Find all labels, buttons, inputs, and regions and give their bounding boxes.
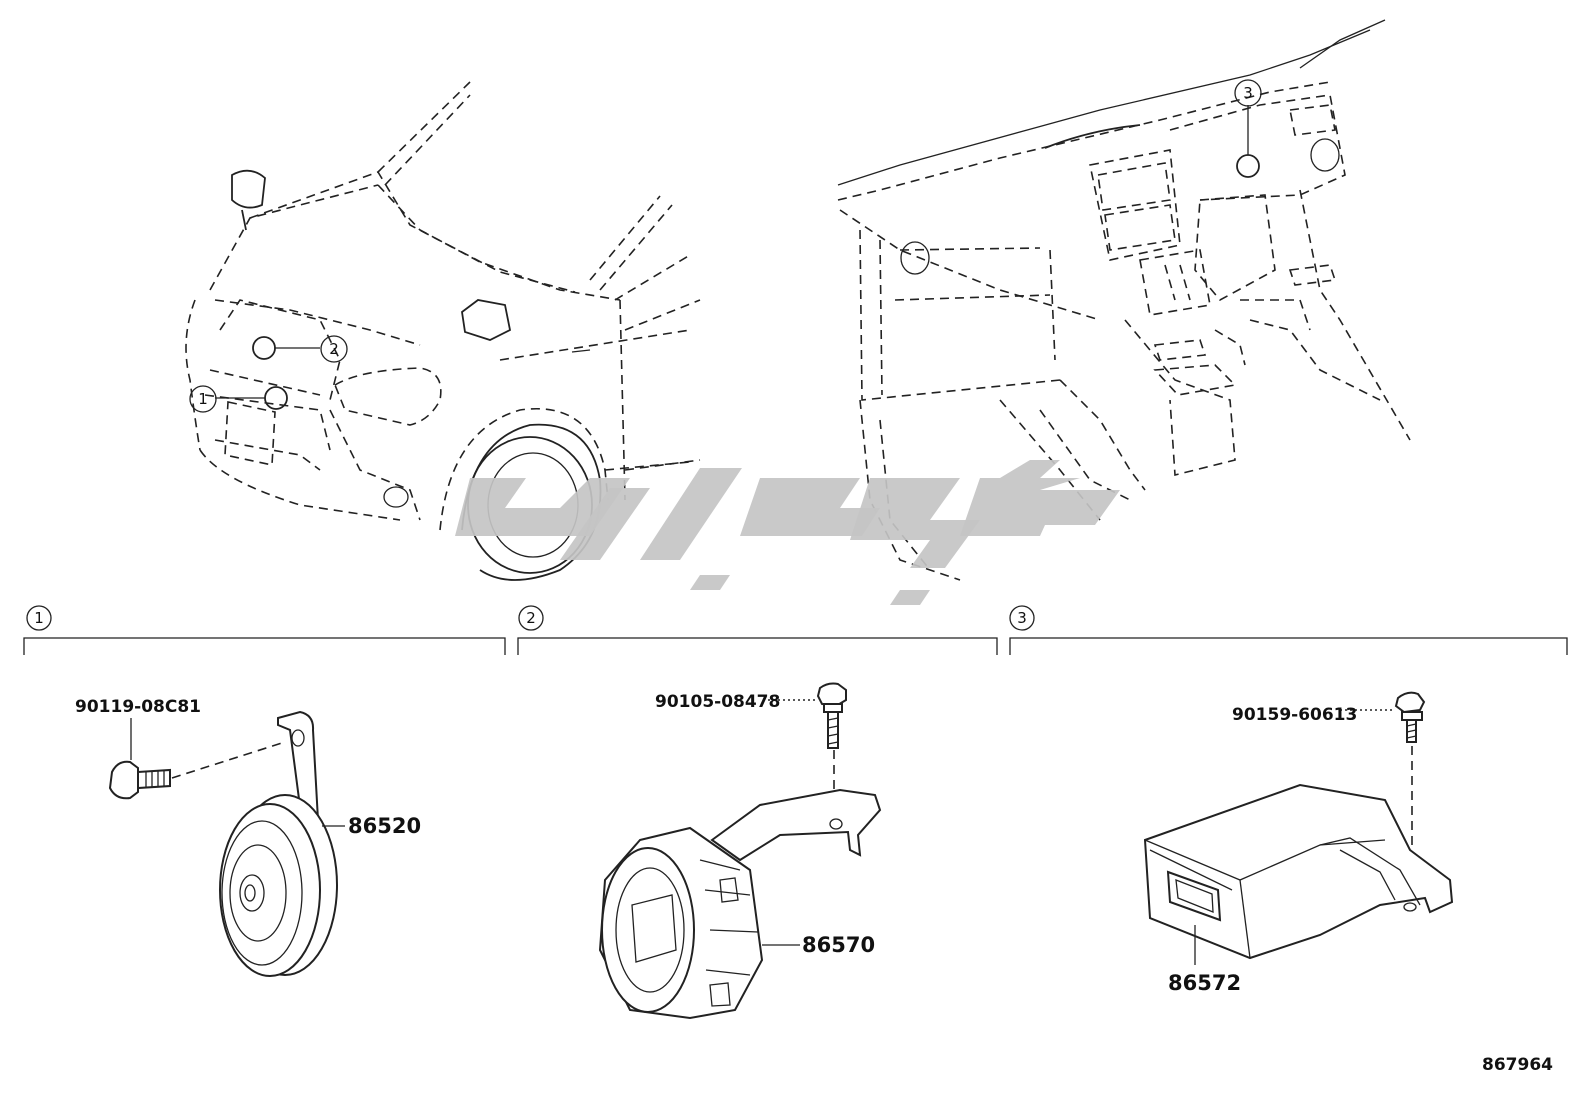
ecu-86572-drawing: [1143, 783, 1454, 965]
svg-text:1: 1: [198, 390, 208, 408]
section-2-header: 2: [517, 605, 998, 655]
label-86520: 86520: [348, 814, 421, 838]
section-3-header: 3: [1009, 605, 1568, 655]
watermark-logo: [455, 460, 1120, 605]
callout-location-3: 3: [1234, 79, 1262, 107]
svg-text:2: 2: [329, 340, 339, 358]
svg-text:1: 1: [34, 609, 44, 627]
bolt-90159-60613-drawing: [1340, 691, 1426, 900]
horn-86570-drawing: [598, 788, 882, 1020]
callout-location-1: 1: [189, 385, 217, 413]
svg-text:2: 2: [526, 609, 536, 627]
diagram-id: 867964: [1482, 1055, 1553, 1075]
label-90105-08478: 90105-08478: [655, 692, 780, 712]
dashboard-illustration: [837, 19, 1411, 581]
label-90159-60613: 90159-60613: [1232, 705, 1357, 725]
bolt-90119-08C81-drawing: [108, 718, 286, 800]
section-1-header: 1: [23, 605, 506, 655]
svg-text:3: 3: [1017, 609, 1027, 627]
svg-text:3: 3: [1243, 84, 1253, 102]
label-86572: 86572: [1168, 971, 1241, 995]
horn-86520-drawing: [219, 710, 345, 977]
label-90119-08C81: 90119-08C81: [75, 697, 201, 717]
callout-location-2: 2: [320, 335, 348, 363]
label-86570: 86570: [802, 933, 875, 957]
